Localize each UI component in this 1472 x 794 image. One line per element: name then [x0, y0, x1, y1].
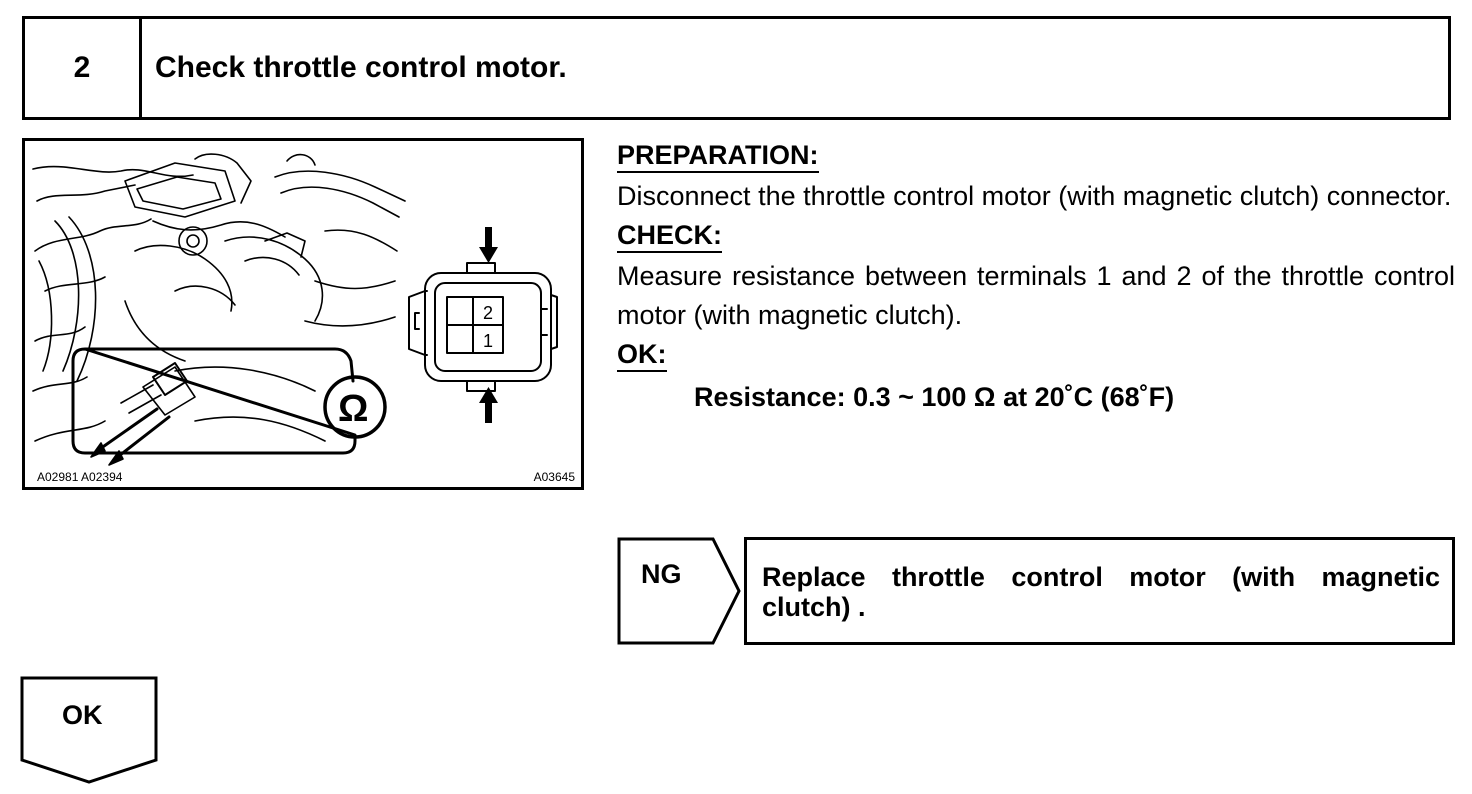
- down-arrow-box-icon: [20, 676, 158, 784]
- step-header: 2 Check throttle control motor.: [22, 16, 1451, 120]
- ohm-icon: Ω: [338, 388, 368, 430]
- step-title: Check throttle control motor.: [155, 51, 567, 84]
- illustration-figure: 2 1 Ω A02981 A02394 A03645: [22, 138, 584, 490]
- terminal-1-label: 1: [483, 331, 493, 351]
- preparation-text: Disconnect the throttle control motor (w…: [617, 181, 1452, 211]
- ok-result-arrow: OK: [20, 676, 158, 784]
- step-number: 2: [25, 19, 142, 117]
- preparation-heading: PREPARATION:: [617, 140, 819, 173]
- ok-label: OK: [62, 700, 103, 730]
- ng-action-box: Replace throttle control motor (with mag…: [744, 537, 1455, 645]
- figure-code-left: A02981 A02394: [37, 470, 123, 484]
- resistance-spec: Resistance: 0.3 ~ 100 Ω at 20˚C (68˚F): [694, 382, 1175, 412]
- ng-label: NG: [641, 559, 682, 589]
- ok-heading: OK:: [617, 339, 667, 372]
- check-text: Measure resistance between terminals 1 a…: [617, 261, 1455, 330]
- right-arrow-box-icon: [617, 537, 741, 645]
- ng-result-arrow: NG: [617, 537, 742, 645]
- ng-action-text: Replace throttle control motor (with mag…: [762, 562, 1440, 622]
- throttle-body-drawing: 2 1 Ω: [32, 153, 558, 466]
- check-heading: CHECK:: [617, 220, 722, 253]
- figure-code-right: A03645: [533, 470, 575, 484]
- procedure-text: PREPARATION: Disconnect the throttle con…: [617, 136, 1455, 417]
- terminal-2-label: 2: [483, 303, 493, 323]
